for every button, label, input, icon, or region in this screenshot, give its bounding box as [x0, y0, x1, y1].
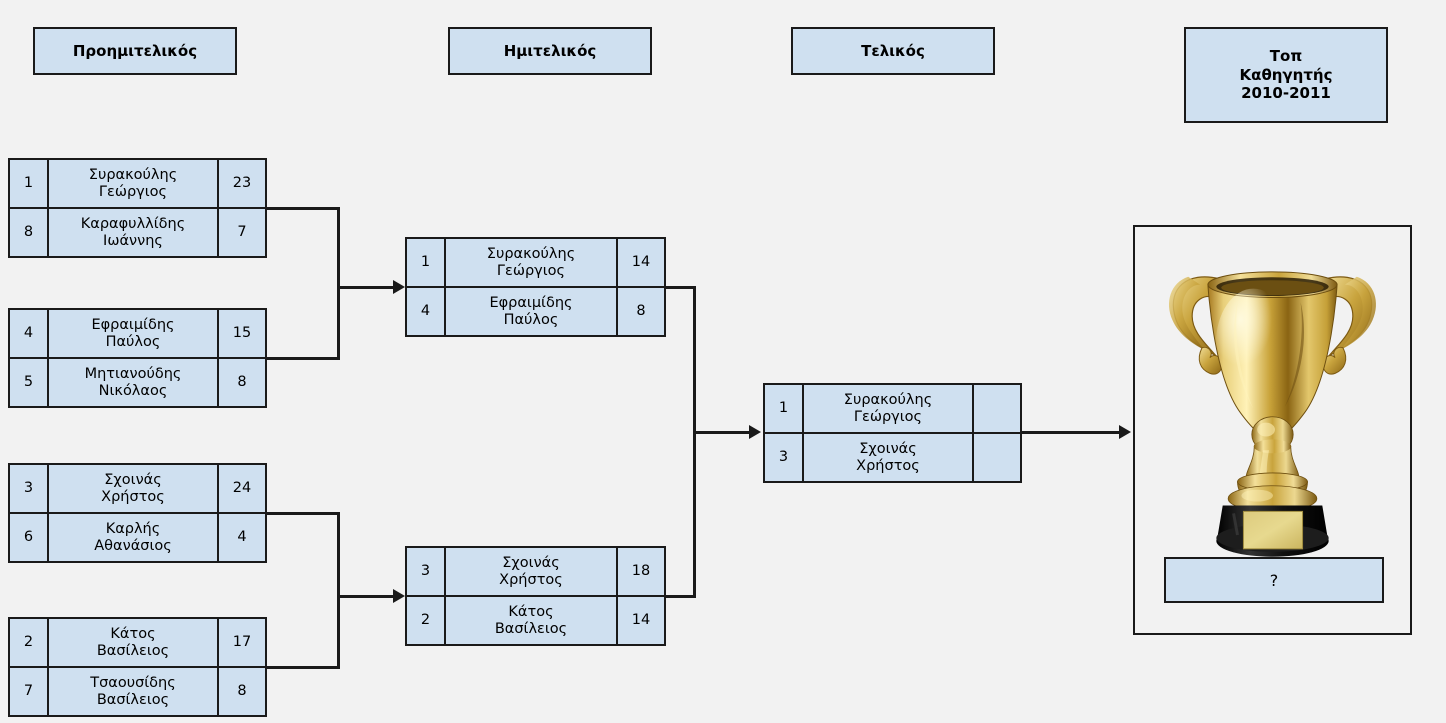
connector-qf2-stub: [265, 357, 340, 360]
score-cell: 15: [217, 310, 265, 357]
seed-cell: 2: [10, 619, 49, 666]
match-box-final[interactable]: 1 Συρακούλης Γεώργιος 3 Σχοινάς Χρήστος: [763, 383, 1022, 483]
connector-qf-bottom-spine: [337, 512, 340, 669]
score-cell: 14: [616, 239, 664, 286]
round-header-final: Τελικός: [791, 27, 995, 75]
player-name-cell: Κάτος Βασίλειος: [96, 626, 170, 659]
player-name-cell: Σχοινάς Χρήστος: [856, 441, 920, 474]
player-name-cell: Συρακούλης Γεώργιος: [843, 392, 933, 425]
connector-to-final: [693, 431, 751, 434]
connector-sf2-stub: [664, 595, 696, 598]
seed-cell: 1: [765, 385, 804, 432]
score-cell: 18: [616, 548, 664, 595]
match-box-quarterfinal-2[interactable]: 4 Εφραιμίδης Παύλος 15 5 Μητιανούδης Νικ…: [8, 308, 267, 408]
match-row: 2 Κάτος Βασίλειος 17: [10, 619, 265, 668]
match-box-quarterfinal-3[interactable]: 3 Σχοινάς Χρήστος 24 6 Καρλής Αθανάσιος …: [8, 463, 267, 563]
seed-cell: 3: [407, 548, 446, 595]
score-cell: [972, 434, 1020, 481]
score-cell: 14: [616, 597, 664, 644]
connector-qf4-stub: [265, 666, 340, 669]
match-box-quarterfinal-1[interactable]: 1 Συρακούλης Γεώργιος 23 8 Καραφυλλίδης …: [8, 158, 267, 258]
match-row: 3 Σχοινάς Χρήστος: [765, 434, 1020, 481]
arrow-to-semifinal-1: [393, 280, 405, 294]
score-cell: 23: [217, 160, 265, 207]
connector-qf3-stub: [265, 512, 340, 515]
score-cell: 17: [217, 619, 265, 666]
match-row: 5 Μητιανούδης Νικόλαος 8: [10, 359, 265, 406]
connector-to-semifinal-1: [337, 286, 397, 289]
seed-cell: 7: [10, 668, 49, 715]
match-row: 8 Καραφυλλίδης Ιωάννης 7: [10, 209, 265, 256]
match-row: 3 Σχοινάς Χρήστος 24: [10, 465, 265, 514]
match-box-semifinal-1[interactable]: 1 Συρακούλης Γεώργιος 14 4 Εφραιμίδης Πα…: [405, 237, 666, 337]
seed-cell: 5: [10, 359, 49, 406]
connector-qf-top-spine: [337, 207, 340, 360]
player-name-cell: Συρακούλης Γεώργιος: [486, 246, 576, 279]
arrow-to-semifinal-2: [393, 589, 405, 603]
player-name-cell: Συρακούλης Γεώργιος: [88, 167, 178, 200]
connector-qf1-stub: [265, 207, 340, 210]
round-header-champion: Τοπ Καθηγητής 2010-2011: [1184, 27, 1388, 123]
seed-cell: 3: [765, 434, 804, 481]
connector-sf-spine: [693, 286, 696, 598]
seed-cell: 1: [407, 239, 446, 286]
seed-cell: 4: [10, 310, 49, 357]
connector-to-champion: [1020, 431, 1125, 434]
score-cell: [972, 385, 1020, 432]
player-name-cell: Καρλής Αθανάσιος: [94, 521, 172, 554]
score-cell: 7: [217, 209, 265, 256]
seed-cell: 3: [10, 465, 49, 512]
player-name-cell: Σχοινάς Χρήστος: [499, 555, 563, 588]
seed-cell: 2: [407, 597, 446, 644]
match-row: 1 Συρακούλης Γεώργιος 23: [10, 160, 265, 209]
match-box-semifinal-2[interactable]: 3 Σχοινάς Χρήστος 18 2 Κάτος Βασίλειος 1…: [405, 546, 666, 646]
player-name-cell: Σχοινάς Χρήστος: [101, 472, 165, 505]
champion-name-box[interactable]: ?: [1164, 557, 1384, 603]
seed-cell: 4: [407, 288, 446, 335]
score-cell: 8: [616, 288, 664, 335]
match-row: 6 Καρλής Αθανάσιος 4: [10, 514, 265, 561]
player-name-cell: Κάτος Βασίλειος: [494, 604, 568, 637]
player-name-cell: Τσαουσίδης Βασίλειος: [90, 675, 176, 708]
match-row: 2 Κάτος Βασίλειος 14: [407, 597, 664, 644]
match-box-quarterfinal-4[interactable]: 2 Κάτος Βασίλειος 17 7 Τσαουσίδης Βασίλε…: [8, 617, 267, 717]
player-name-cell: Καραφυλλίδης Ιωάννης: [80, 216, 186, 249]
match-row: 3 Σχοινάς Χρήστος 18: [407, 548, 664, 597]
connector-to-semifinal-2: [337, 595, 397, 598]
trophy-icon: [1169, 271, 1376, 557]
round-header-semifinal: Ημιτελικός: [448, 27, 652, 75]
player-name-cell: Εφραιμίδης Παύλος: [489, 295, 573, 328]
match-row: 4 Εφραιμίδης Παύλος 15: [10, 310, 265, 359]
match-row: 4 Εφραιμίδης Παύλος 8: [407, 288, 664, 335]
connector-sf1-stub: [664, 286, 696, 289]
player-name-cell: Εφραιμίδης Παύλος: [91, 317, 175, 350]
round-header-quarterfinal: Προημιτελικός: [33, 27, 237, 75]
seed-cell: 1: [10, 160, 49, 207]
match-row: 7 Τσαουσίδης Βασίλειος 8: [10, 668, 265, 715]
score-cell: 8: [217, 668, 265, 715]
score-cell: 4: [217, 514, 265, 561]
champion-panel: ?: [1133, 225, 1412, 635]
seed-cell: 6: [10, 514, 49, 561]
seed-cell: 8: [10, 209, 49, 256]
arrow-to-champion: [1119, 425, 1131, 439]
arrow-to-final: [749, 425, 761, 439]
score-cell: 8: [217, 359, 265, 406]
score-cell: 24: [217, 465, 265, 512]
match-row: 1 Συρακούλης Γεώργιος: [765, 385, 1020, 434]
player-name-cell: Μητιανούδης Νικόλαος: [84, 366, 182, 399]
match-row: 1 Συρακούλης Γεώργιος 14: [407, 239, 664, 288]
